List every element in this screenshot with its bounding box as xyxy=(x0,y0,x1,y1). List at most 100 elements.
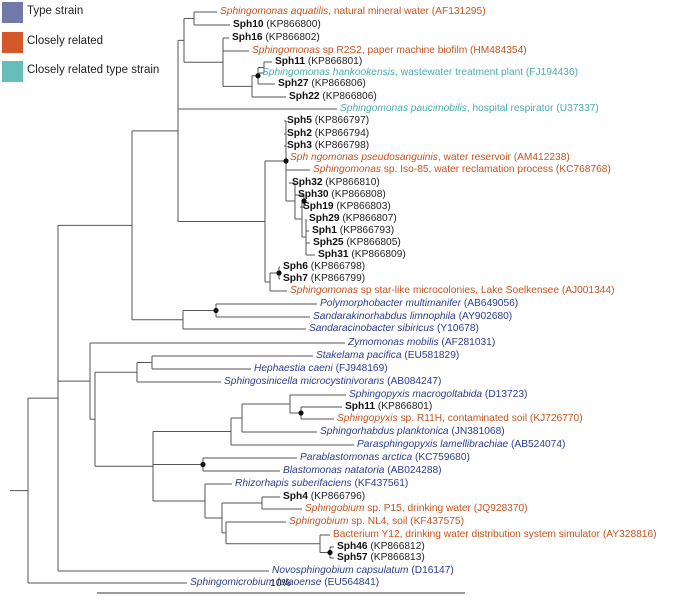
leaf-accession: (KP866806) xyxy=(319,91,377,102)
tree-leaf-label: Sph2 (KP866794) xyxy=(287,128,369,140)
leaf-taxon-name: Hephaestia caeni xyxy=(254,363,333,374)
leaf-accession: (KP866798) xyxy=(311,140,370,151)
leaf-accession: (Y10678) xyxy=(434,323,479,334)
leaf-accession: (KP866813) xyxy=(367,552,425,563)
leaf-accession: (AY902680) xyxy=(455,311,513,322)
tree-leaf-label: Sphingomonas paucimobilis, hospital resp… xyxy=(340,103,599,115)
leaf-taxon-name: Sandaracinobacter sibiricus xyxy=(309,323,435,334)
legend-label: Closely related xyxy=(27,35,104,47)
tree-leaf-label: Sph27 (KP866806) xyxy=(278,78,366,90)
bootstrap-node-marker xyxy=(298,410,304,416)
tree-leaf-label: Sph5 (KP866797) xyxy=(287,115,369,127)
tree-leaf-label: Sphingomonas hankookensis, wastewater tr… xyxy=(262,67,578,79)
leaf-accession: (JN381068) xyxy=(448,426,505,437)
leaf-accession: sp. P15, drinking water (JQ928370) xyxy=(364,503,528,514)
leaf-accession: sp. R11H, contaminated soil (KJ726770) xyxy=(397,413,583,424)
leaf-taxon-name: Sph29 xyxy=(309,213,340,224)
leaf-taxon-name: Parasphingopyxis lamellibrachiae xyxy=(357,439,509,450)
leaf-taxon-name: Sphingosinicella microcystinivorans xyxy=(224,376,385,387)
tree-leaf-label: Sph19 (KP866803) xyxy=(303,201,391,213)
leaf-taxon-name: Sphingobium xyxy=(305,503,365,514)
bootstrap-node-marker xyxy=(200,461,206,468)
leaf-accession: (KP866806) xyxy=(308,78,366,89)
leaf-accession: (KP866810) xyxy=(322,177,380,188)
tree-leaf-label: Sphingopyxis macrogoltabida (D13723) xyxy=(349,389,527,401)
leaf-taxon-name: Sph57 xyxy=(337,552,368,563)
legend-swatch xyxy=(2,32,23,53)
leaf-taxon-name: Polymorphobacter multimanifer xyxy=(320,298,461,309)
leaf-taxon-name: Sph2 xyxy=(287,128,312,139)
leaf-taxon-name: Sph11 xyxy=(345,401,376,412)
tree-leaf-label: Sph32 (KP866810) xyxy=(292,177,380,189)
tree-leaf-label: Blastomonas natatoria (AB024288) xyxy=(283,465,442,477)
leaf-taxon-name: Sph7 xyxy=(283,273,308,284)
leaf-taxon-name: Sphingorhabdus planktonica xyxy=(320,426,449,437)
tree-leaf-label: Sph46 (KP866812) xyxy=(337,541,425,553)
leaf-taxon-name: Sph5 xyxy=(287,115,312,126)
leaf-taxon-name: Sph11 xyxy=(275,56,306,67)
leaf-accession: sp R2S2, paper machine biofilm (HM484354… xyxy=(319,45,527,56)
leaf-taxon-name: Sphingomonas hankookensis xyxy=(262,67,396,78)
tree-leaf-label: Polymorphobacter multimanifer (AB649056) xyxy=(320,298,518,310)
tree-leaf-label: Sph30 (KP866808) xyxy=(298,189,386,201)
leaf-accession: , hospital respirator (U37337) xyxy=(466,103,599,114)
leaf-taxon-name: Sph3 xyxy=(287,140,312,151)
leaf-accession: (KP866798) xyxy=(307,261,366,272)
tree-leaf-label: Sphingobium sp. NL4, soil (KF437575) xyxy=(289,516,464,528)
leaf-accession: sp. NL4, soil (KF437575) xyxy=(348,516,464,527)
leaf-accession: (KP866809) xyxy=(348,249,406,260)
leaf-taxon-name: Sph22 xyxy=(289,91,320,102)
leaf-taxon-name: Sph31 xyxy=(318,249,349,260)
leaf-taxon-name: Sandarakinorhabdus limnophila xyxy=(313,311,456,322)
leaf-taxon-name: Sphingopyxis macrogoltabida xyxy=(349,389,483,400)
tree-leaf-label: Sph11 (KP866801) xyxy=(275,56,362,68)
leaf-accession: (KP866803) xyxy=(333,201,391,212)
leaf-accession: (KP866793) xyxy=(336,225,395,236)
leaf-taxon-name: Sph25 xyxy=(313,237,344,248)
tree-leaf-label: Sph ngomonas pseudosanguinis, water rese… xyxy=(290,152,570,164)
leaf-accession: (AB024288) xyxy=(384,465,442,476)
leaf-accession: (KP866796) xyxy=(307,491,366,502)
leaf-taxon-name: Sph16 xyxy=(232,32,263,43)
tree-leaf-label: Parasphingopyxis lamellibrachiae (AB5240… xyxy=(357,439,565,451)
leaf-accession: (KP866805) xyxy=(343,237,401,248)
leaf-accession: (D16147) xyxy=(408,565,454,576)
tree-leaf-label: Sph16 (KP866802) xyxy=(232,32,320,44)
leaf-taxon-name: Rhizorhapis suberifaciens xyxy=(235,478,352,489)
tree-leaf-label: Sandaracinobacter sibiricus (Y10678) xyxy=(309,323,479,335)
leaf-taxon-name: Sph46 xyxy=(337,541,368,552)
leaf-accession: (KP866801) xyxy=(305,56,363,67)
leaf-accession: (KP866808) xyxy=(328,189,386,200)
leaf-taxon-name: Sphingopyxis xyxy=(337,413,398,424)
leaf-taxon-name: Sph6 xyxy=(283,261,308,272)
tree-leaf-label: Sph6 (KP866798) xyxy=(283,261,365,273)
leaf-accession: sp star-like microcolonies, Lake Soelken… xyxy=(357,285,615,296)
tree-leaf-label: Sphingomicrobium lutaoense (EU564841) xyxy=(190,577,379,589)
tree-leaf-label: Zymomonas mobilis (AF281031) xyxy=(348,337,495,349)
leaf-accession: (EU564841) xyxy=(321,577,380,588)
tree-leaf-label: Bacterium Y12, drinking water distributi… xyxy=(333,529,657,541)
bootstrap-node-marker xyxy=(301,198,307,204)
leaf-accession: (EU581829) xyxy=(401,350,460,361)
leaf-accession: (KP866812) xyxy=(367,541,425,552)
tree-leaf-label: Sphingomonas sp. Iso-85, water reclamati… xyxy=(313,164,611,176)
tree-leaf-label: Sph7 (KP866799) xyxy=(283,273,365,285)
leaf-accession: (KP866794) xyxy=(311,128,370,139)
tree-leaf-label: Sph22 (KP866806) xyxy=(289,91,377,103)
leaf-taxon-name: Sphingomonas xyxy=(313,164,381,175)
tree-leaf-label: Sphingobium sp. P15, drinking water (JQ9… xyxy=(305,503,528,515)
leaf-accession: (FJ948169) xyxy=(332,363,388,374)
tree-leaf-label: Sph57 (KP866813) xyxy=(337,552,425,564)
leaf-accession: , drinking water distribution system sim… xyxy=(399,529,657,540)
leaf-accession: (KP866802) xyxy=(262,32,320,43)
leaf-taxon-name: Sphingomonas xyxy=(290,285,358,296)
leaf-accession: (KP866797) xyxy=(311,115,370,126)
leaf-taxon-name: Sph ngomonas pseudosanguinis xyxy=(290,152,438,163)
leaf-taxon-name: Sph30 xyxy=(298,189,329,200)
leaf-taxon-name: Zymomonas mobilis xyxy=(348,337,439,348)
leaf-accession: , wastewater treatment plant (FJ194436) xyxy=(395,67,579,78)
tree-leaf-label: Sph29 (KP866807) xyxy=(309,213,397,225)
leaf-taxon-name: Sphingomonas paucimobilis xyxy=(340,103,467,114)
tree-leaf-label: Sph25 (KP866805) xyxy=(313,237,401,249)
